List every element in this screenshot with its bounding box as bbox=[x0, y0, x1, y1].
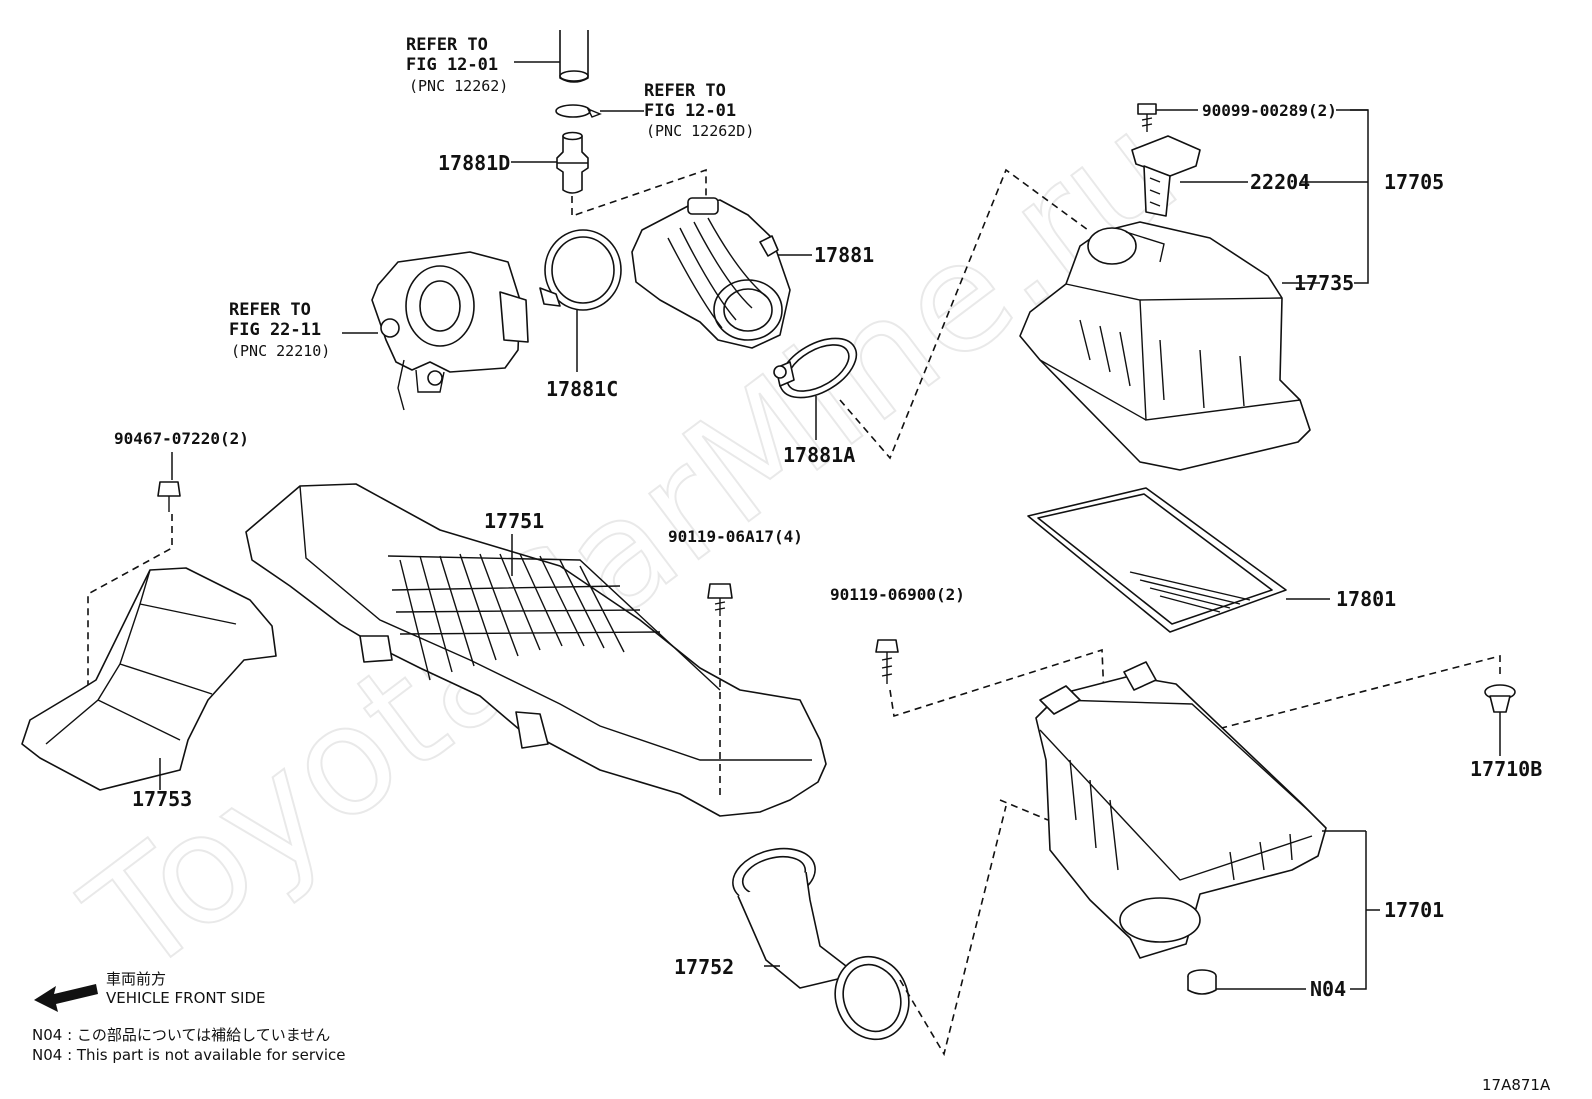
figure-code: 17A871A bbox=[1482, 1076, 1551, 1094]
air-cleaner-case-17701 bbox=[1035, 661, 1327, 959]
ref2-pnc: (PNC 12262D) bbox=[646, 122, 754, 140]
ref2-line1: REFER TO bbox=[644, 81, 726, 101]
label-17710B[interactable]: 17710B bbox=[1470, 757, 1542, 781]
hose-clamp-17881C bbox=[539, 229, 622, 311]
label-17801[interactable]: 17801 bbox=[1336, 587, 1396, 611]
label-17881C[interactable]: 17881C bbox=[546, 377, 618, 401]
air-cleaner-hose-17881 bbox=[631, 197, 791, 349]
air-filter-element-17801 bbox=[1027, 487, 1287, 633]
ref3-pnc: (PNC 22210) bbox=[231, 342, 330, 360]
label-17701[interactable]: 17701 bbox=[1384, 898, 1444, 922]
label-90119-06900[interactable]: 90119-06900(2) bbox=[830, 585, 965, 604]
ref1-line1: REFER TO bbox=[406, 35, 488, 55]
front-arrow-icon bbox=[34, 984, 98, 1012]
bolt-90099-part bbox=[1137, 103, 1157, 132]
label-17753[interactable]: 17753 bbox=[132, 787, 192, 811]
air-cleaner-cap-17735 bbox=[1019, 221, 1311, 471]
label-17705[interactable]: 17705 bbox=[1384, 170, 1444, 194]
ref3-line1: REFER TO bbox=[229, 300, 311, 320]
n04-note-en: N04 : This part is not available for ser… bbox=[32, 1046, 346, 1064]
hose-clamp-17881A bbox=[773, 337, 858, 399]
bolt-90119-06A17 bbox=[707, 583, 733, 616]
label-17881D[interactable]: 17881D bbox=[438, 151, 510, 175]
ref2-line2: FIG 12-01 bbox=[644, 101, 736, 121]
ref-fig-22-11-pnc-22210: REFER TO FIG 22-11 (PNC 22210) bbox=[229, 300, 330, 360]
label-N04[interactable]: N04 bbox=[1310, 977, 1346, 1001]
front-side-en: VEHICLE FRONT SIDE bbox=[106, 989, 266, 1007]
grommet-17710B bbox=[1484, 684, 1516, 713]
resonator-17751 bbox=[245, 483, 827, 817]
label-17881[interactable]: 17881 bbox=[814, 243, 874, 267]
hose-pipe-part bbox=[559, 30, 589, 83]
n04-grommet bbox=[1187, 969, 1217, 995]
air-inlet-17753 bbox=[21, 567, 277, 791]
label-17881A[interactable]: 17881A bbox=[783, 443, 855, 467]
front-side-jp: 車両前方 bbox=[106, 970, 166, 988]
bolt-90467 bbox=[157, 481, 181, 512]
ref1-line2: FIG 12-01 bbox=[406, 55, 498, 75]
nipple-17881D bbox=[556, 131, 589, 194]
ref-fig-12-01-pnc-12262: REFER TO FIG 12-01 (PNC 12262) bbox=[406, 35, 508, 95]
air-flow-meter-22204 bbox=[1131, 135, 1201, 217]
label-17752[interactable]: 17752 bbox=[674, 955, 734, 979]
hose-clip-part bbox=[555, 104, 602, 118]
label-90099-00289[interactable]: 90099-00289(2) bbox=[1202, 101, 1337, 120]
label-90467-07220[interactable]: 90467-07220(2) bbox=[114, 429, 249, 448]
air-duct-17752 bbox=[732, 847, 910, 1041]
throttle-body-part bbox=[371, 251, 529, 411]
label-22204[interactable]: 22204 bbox=[1250, 170, 1310, 194]
n04-note-jp: N04 : この部品については補給していません bbox=[32, 1026, 330, 1044]
ref-fig-12-01-pnc-12262d: REFER TO FIG 12-01 (PNC 12262D) bbox=[644, 81, 754, 140]
label-17735[interactable]: 17735 bbox=[1294, 271, 1354, 295]
ref3-line2: FIG 22-11 bbox=[229, 320, 321, 340]
label-17751[interactable]: 17751 bbox=[484, 509, 544, 533]
watermark: ToyotaCarMine.ru bbox=[56, 81, 1208, 1009]
bolt-90119-06900 bbox=[875, 639, 899, 684]
ref1-pnc: (PNC 12262) bbox=[409, 77, 508, 95]
label-90119-06A17[interactable]: 90119-06A17(4) bbox=[668, 527, 803, 546]
